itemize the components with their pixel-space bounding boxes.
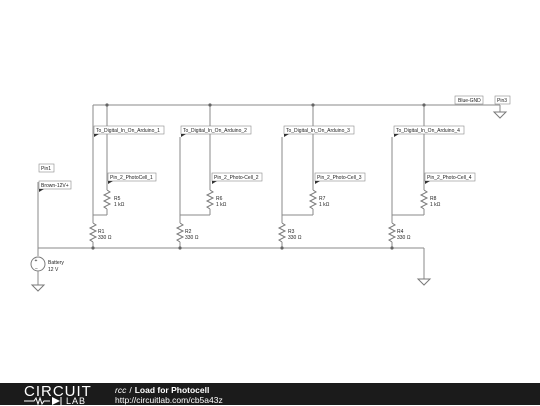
r8-value: 1 kΩ — [430, 202, 441, 208]
logo-lab: LAB — [66, 396, 87, 406]
author-name[interactable]: rcc — [115, 385, 127, 395]
ground-symbol — [492, 111, 508, 119]
r1-name: R1 — [98, 229, 105, 235]
footer-bar: CIRCUIT LAB rcc/Load for Photocell http:… — [0, 383, 540, 406]
battery-name: Battery — [48, 260, 64, 266]
plus-sign: + — [35, 258, 38, 264]
r4-value: 330 Ω — [397, 235, 411, 241]
digital-tag-4: To_Digital_In_On_Arduino_4 — [396, 128, 460, 134]
circuit-url[interactable]: http://circuitlab.com/cb5a43z — [115, 395, 223, 405]
photocell-tag-1: Pin_2_PhotoCell_1 — [110, 175, 153, 181]
branch-4 — [387, 103, 476, 250]
r1-value: 330 Ω — [98, 235, 112, 241]
branch-1 — [88, 103, 165, 250]
digital-tag-2: To_Digital_In_On_Arduino_2 — [183, 128, 247, 134]
r8-name: R8 — [430, 196, 437, 202]
logo-waveform-icon — [24, 396, 62, 405]
r5-name: R5 — [114, 196, 121, 202]
r5-value: 1 kΩ — [114, 202, 125, 208]
branch-2 — [175, 103, 263, 250]
r6-value: 1 kΩ — [216, 202, 227, 208]
ground-symbol — [30, 284, 46, 292]
digital-tag-3: To_Digital_In_On_Arduino_3 — [286, 128, 350, 134]
branch-3 — [277, 103, 366, 250]
tag-flag — [39, 189, 44, 192]
pin3-tag — [494, 95, 511, 105]
r2-value: 330 Ω — [185, 235, 199, 241]
brown-tag — [38, 180, 72, 190]
pin1-label: Pin1 — [41, 166, 51, 172]
battery-symbol — [30, 256, 46, 272]
photocell-tag-2: Pin_2_Photo-Cell_2 — [214, 175, 259, 181]
minus-sign: − — [35, 266, 38, 272]
photocell-tag-3: Pin_2_Photo-Cell_3 — [317, 175, 362, 181]
title-separator: / — [129, 385, 132, 395]
pin1-tag — [38, 163, 55, 173]
battery-value: 12 V — [48, 267, 59, 273]
digital-tag-1: To_Digital_In_On_Arduino_1 — [96, 128, 160, 134]
brown-label: Brown-12V+ — [41, 183, 69, 189]
r6-name: R6 — [216, 196, 223, 202]
ground-symbol — [416, 278, 432, 286]
blue-tag — [454, 95, 484, 105]
r7-value: 1 kΩ — [319, 202, 330, 208]
photocell-tag-4: Pin_2_Photo-Cell_4 — [427, 175, 472, 181]
logo-circuit: CIRCUIT — [24, 383, 92, 400]
pin3-label: Pin3 — [497, 98, 507, 104]
blue-label: Blue-GND — [458, 98, 481, 104]
r7-name: R7 — [319, 196, 326, 202]
r3-value: 330 Ω — [288, 235, 302, 241]
circuit-title: Load for Photocell — [134, 385, 210, 395]
r2-name: R2 — [185, 229, 192, 235]
r3-name: R3 — [288, 229, 295, 235]
r4-name: R4 — [397, 229, 404, 235]
footer-title: rcc/Load for Photocell — [115, 385, 209, 395]
